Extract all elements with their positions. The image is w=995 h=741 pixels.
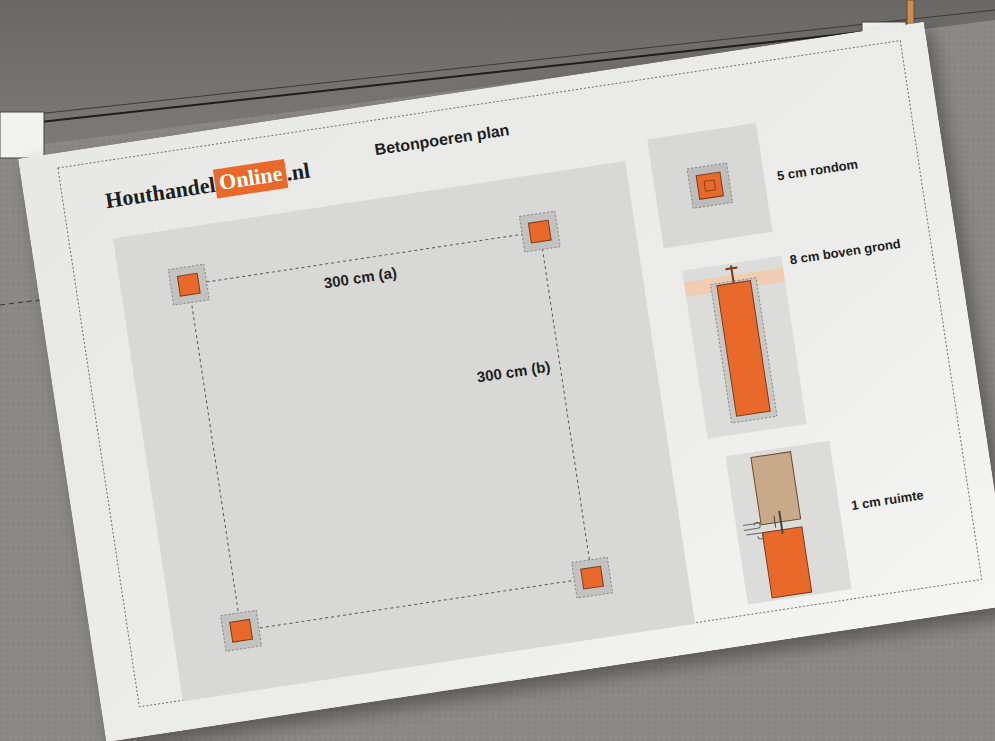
- logo-suffix: .nl: [284, 157, 311, 186]
